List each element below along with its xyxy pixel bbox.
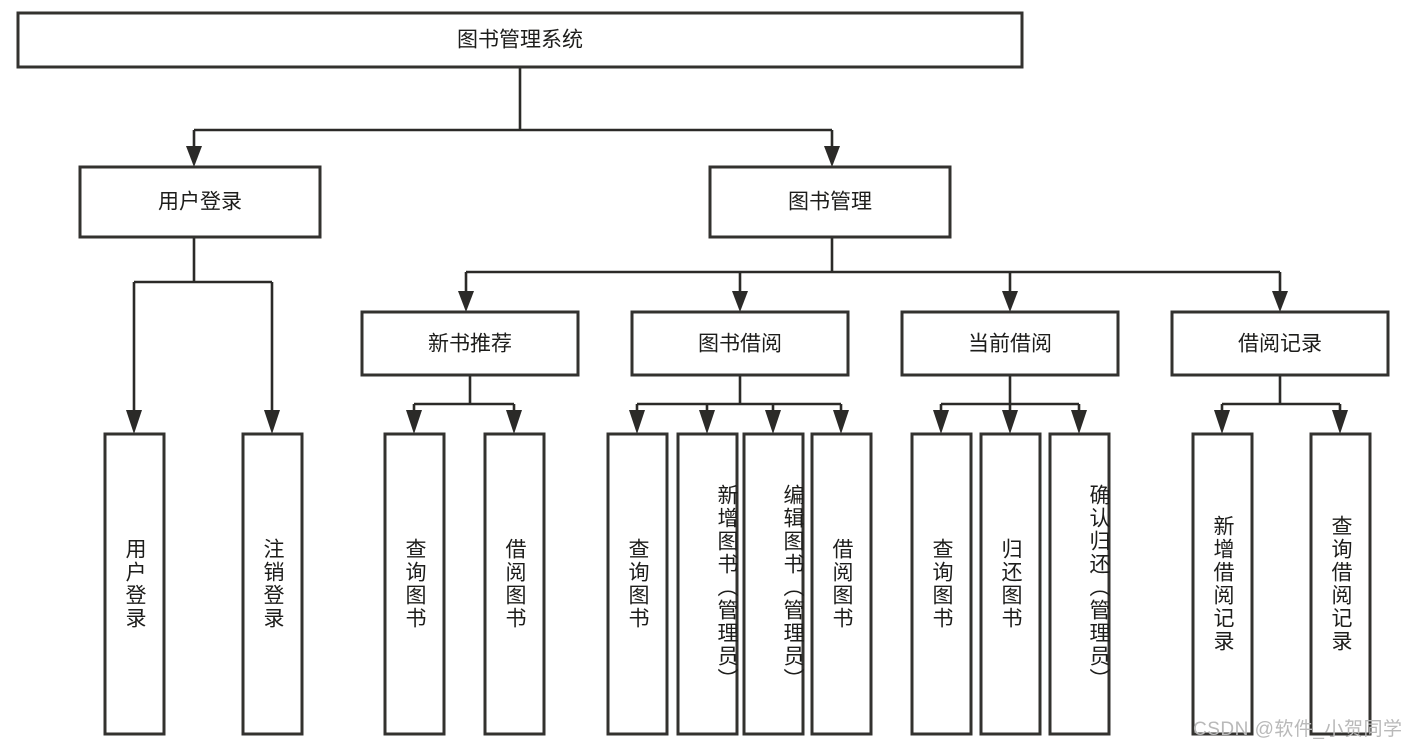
arrow-head-book-borrow-leaf-2 [699,410,715,434]
node-user-login[interactable] [78,165,322,239]
arrow-head-new-book-leaf-1 [406,410,422,434]
node-root[interactable] [16,11,1024,69]
node-new-book-recommend[interactable] [360,310,580,377]
node-root-label: 图书管理系统 [457,29,583,52]
arrow-head-new-book-leaf-2 [506,410,522,434]
arrow-head-user-login-leaf-1 [126,410,142,434]
node-current-borrow-label: 当前借阅 [968,333,1052,356]
node-leaf-current-borrow-3[interactable] [1048,432,1111,736]
csdn-watermark: CSDN @软件_小贺同学 [1193,719,1403,740]
arrow-head-current-borrow-leaf-2 [1002,410,1018,434]
node-leaf-new-book-2[interactable] [483,432,546,736]
node-leaf-user-login-1[interactable] [103,432,166,736]
arrow-head-borrow-record [1272,291,1288,312]
node-user-login-label: 用户登录 [158,191,242,214]
arrow-head-current-borrow-leaf-1 [933,410,949,434]
node-borrow-record[interactable] [1170,310,1390,377]
arrow-head-book-borrow-leaf-4 [833,410,849,434]
node-leaf-book-borrow-2[interactable] [676,432,739,736]
connector-group-borrow-record [1214,375,1348,434]
arrow-head-book-manage [824,146,840,167]
node-book-borrow-label: 图书借阅 [698,333,782,356]
node-leaf-book-borrow-3[interactable] [742,432,805,736]
node-book-manage-label: 图书管理 [788,191,872,214]
node-leaf-current-borrow-1[interactable] [910,432,973,736]
node-current-borrow[interactable] [900,310,1120,377]
arrow-head-borrow-record-leaf-1 [1214,410,1230,434]
node-book-borrow[interactable] [630,310,850,377]
arrow-head-book-borrow-leaf-1 [629,410,645,434]
connector-group-root [186,67,840,167]
node-book-manage[interactable] [708,165,952,239]
connector-group-user-login [126,237,280,434]
node-borrow-record-label: 借阅记录 [1238,333,1322,356]
node-leaf-borrow-record-2[interactable] [1309,432,1372,736]
arrow-head-user-login-leaf-2 [264,410,280,434]
arrow-head-book-borrow [732,291,748,312]
arrow-head-current-borrow [1002,291,1018,312]
arrow-head-user-login [186,146,202,167]
node-leaf-user-login-2[interactable] [241,432,304,736]
arrow-head-book-borrow-leaf-3 [765,410,781,434]
arrow-head-borrow-record-leaf-2 [1332,410,1348,434]
node-leaf-book-borrow-1[interactable] [606,432,669,736]
arrow-head-new-book-recommend [458,291,474,312]
node-leaf-current-borrow-2[interactable] [979,432,1042,736]
arrow-head-current-borrow-leaf-3 [1071,410,1087,434]
node-leaf-book-borrow-4[interactable] [810,432,873,736]
node-new-book-recommend-label: 新书推荐 [428,333,512,356]
node-leaf-new-book-1[interactable] [383,432,446,736]
connector-group-book-borrow [629,375,849,434]
connector-group-new-book-recommend [406,375,522,434]
connector-group-book-manage [458,237,1288,312]
node-leaf-borrow-record-1[interactable] [1191,432,1254,736]
connector-group-current-borrow [933,375,1087,434]
